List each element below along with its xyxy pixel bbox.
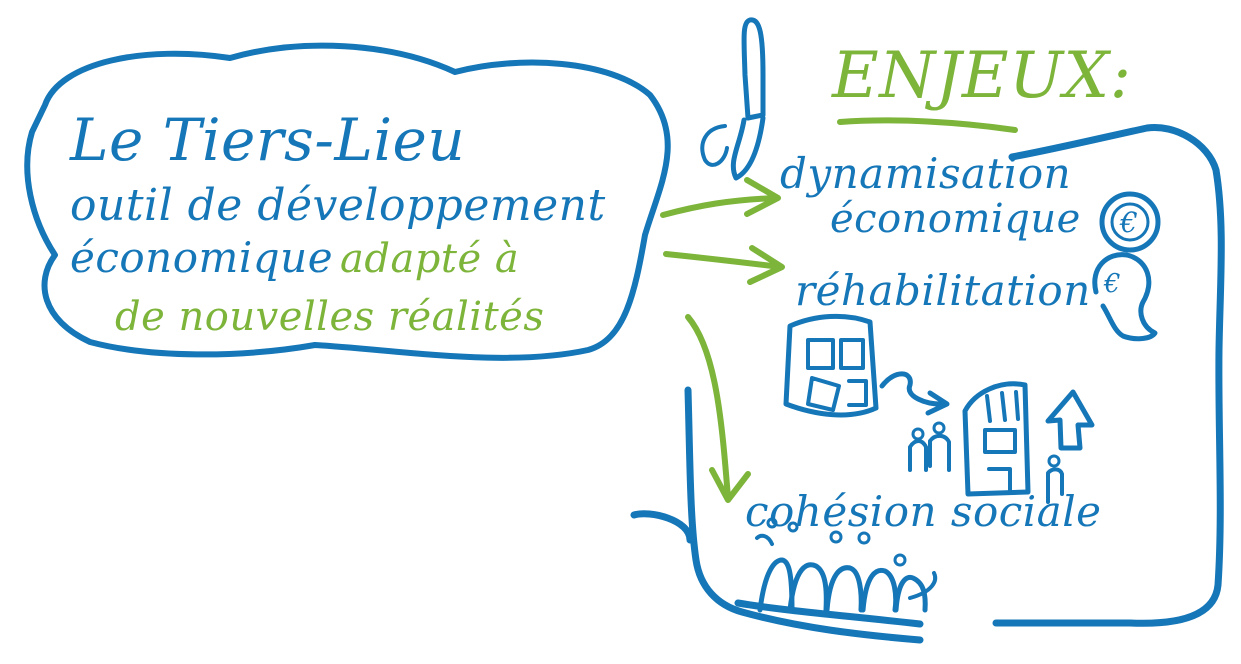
arrow-to-rehabilitation bbox=[663, 245, 785, 285]
bubble-line-3-green: adapté à bbox=[340, 236, 519, 282]
bubble-line-3-blue: économique bbox=[70, 233, 333, 282]
enjeux-item-1-line-2: économique bbox=[830, 196, 1081, 242]
brush-icon bbox=[700, 17, 766, 181]
bubble-line-2: outil de développement bbox=[70, 180, 606, 231]
enjeux-item-1-line-1: dynamisation bbox=[780, 149, 1071, 198]
enjeux-title: ENJEUX: bbox=[831, 39, 1132, 113]
arrow-to-dynamisation bbox=[660, 177, 781, 218]
arrow-to-cohesion bbox=[685, 314, 751, 503]
enjeux-item-3: cohésion sociale bbox=[745, 487, 1102, 536]
speech-bubble-outline bbox=[24, 42, 671, 361]
bubble-title: Le Tiers-Lieu bbox=[69, 106, 465, 174]
euro-coin-icon: € bbox=[1099, 191, 1161, 253]
enjeux-item-2: réhabilitation bbox=[795, 266, 1091, 315]
euro-head-icon: € bbox=[1092, 252, 1158, 342]
enjeux-frame bbox=[630, 123, 1225, 644]
bubble-line-4: de nouvelles réalités bbox=[115, 294, 544, 340]
new-building-icon bbox=[962, 381, 1031, 497]
transformation-arrow bbox=[879, 371, 948, 407]
transformation-arrow-head bbox=[925, 390, 950, 416]
enjeux-title-underline bbox=[837, 117, 1018, 133]
people-icon bbox=[908, 421, 1064, 504]
euro-head-label: € bbox=[1103, 269, 1121, 299]
old-building-icon bbox=[783, 313, 879, 418]
euro-coin-label: € bbox=[1119, 206, 1138, 239]
up-arrow-icon bbox=[1045, 389, 1095, 451]
group-people-icon bbox=[734, 517, 938, 628]
